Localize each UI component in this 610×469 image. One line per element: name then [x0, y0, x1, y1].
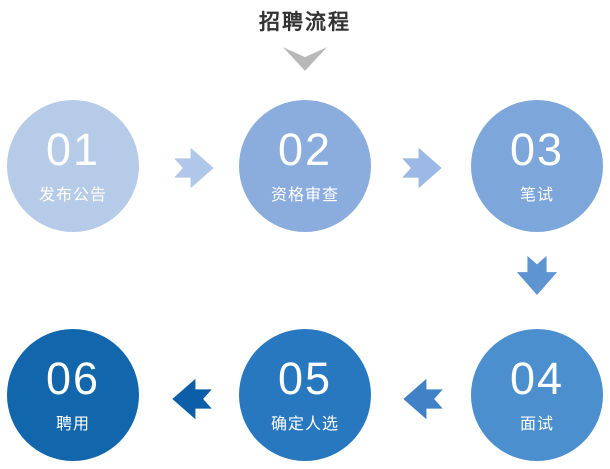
arrow-right-icon — [174, 147, 214, 189]
arrow-down-icon — [516, 255, 558, 296]
chevron-down-shape — [283, 47, 327, 71]
arrow-left-shape — [172, 378, 212, 420]
step-number: 03 — [509, 124, 565, 175]
chevron-down-icon — [283, 47, 327, 71]
arrow-right-shape — [402, 147, 442, 189]
step-number: 05 — [277, 353, 333, 404]
step-number: 01 — [45, 124, 101, 175]
step-number: 02 — [277, 124, 333, 175]
step-circle-06: 06 聘用 — [7, 329, 139, 461]
step-circle-03: 03 笔试 — [471, 100, 603, 232]
page-title: 招聘流程 — [259, 11, 351, 34]
arrow-left-icon — [403, 378, 443, 420]
step-circle-01: 01 发布公告 — [7, 100, 139, 232]
step-label: 笔试 — [519, 187, 554, 204]
arrow-left-icon — [172, 378, 212, 420]
step-label: 发布公告 — [38, 187, 107, 204]
step-number: 06 — [45, 353, 101, 404]
step-circle-05: 05 确定人选 — [239, 329, 371, 461]
step-circle-02: 02 资格审查 — [239, 100, 371, 232]
step-circle-04: 04 面试 — [471, 329, 603, 461]
step-label: 面试 — [519, 416, 554, 433]
arrow-left-shape — [403, 378, 443, 420]
step-label: 确定人选 — [270, 416, 339, 433]
arrow-right-icon — [402, 147, 442, 189]
step-number: 04 — [509, 353, 565, 404]
step-label: 资格审查 — [270, 187, 339, 204]
arrow-down-shape — [516, 255, 558, 296]
arrow-right-shape — [174, 147, 214, 189]
step-label: 聘用 — [55, 416, 90, 433]
